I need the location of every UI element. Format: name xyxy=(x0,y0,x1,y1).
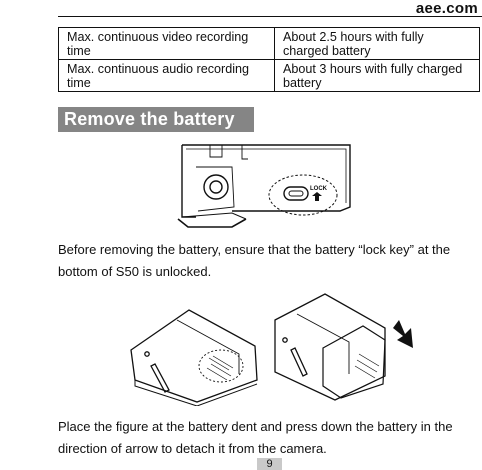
table-cell: Max. continuous video recording time xyxy=(58,27,275,60)
table-cell: Max. continuous audio recording time xyxy=(58,59,275,92)
lock-label: LOCK xyxy=(310,186,328,192)
brand-logo: aee.com xyxy=(415,0,478,17)
section-title: Remove the battery xyxy=(58,107,254,132)
arrow-down-right-icon xyxy=(393,320,413,348)
header-rule xyxy=(58,16,482,17)
table-row: Max. continuous audio recording time Abo… xyxy=(58,59,480,92)
paragraph-unlock-instruction: Before removing the battery, ensure that… xyxy=(58,242,451,279)
table-cell: About 2.5 hours with fully charged batte… xyxy=(274,27,480,60)
table-row: Max. continuous video recording time Abo… xyxy=(58,27,480,60)
paragraph-remove-instruction: Place the figure at the battery dent and… xyxy=(58,419,453,456)
spec-table: Max. continuous video recording time Abo… xyxy=(58,27,480,92)
table-cell: About 3 hours with fully charged battery xyxy=(274,59,480,92)
page-number: 9 xyxy=(257,458,282,470)
arrow-up-icon xyxy=(312,192,322,201)
battery-lock-figure: LOCK xyxy=(177,144,351,228)
battery-removal-figure xyxy=(130,293,413,406)
